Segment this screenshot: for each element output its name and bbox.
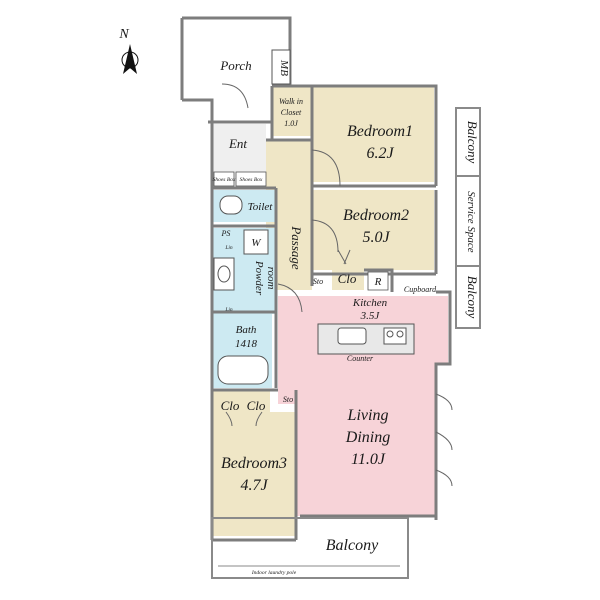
- toilet-label: Toilet: [248, 201, 274, 213]
- bedroom1-label-1: Bedroom1: [347, 123, 413, 140]
- living-dining-label-3: 11.0J: [351, 451, 386, 468]
- washer-icon: [243, 229, 269, 255]
- north-label: N: [118, 27, 129, 42]
- cupboard-label: Cupboard: [404, 285, 437, 294]
- living-dining-label-2: Dining: [345, 429, 390, 446]
- balcony-mid-frame: [455, 265, 481, 329]
- toilet-bowl-icon: [219, 195, 243, 215]
- bathtub-icon: [217, 355, 269, 385]
- labels: Porch MB Walk in Closet 1.0J Ent Shoes B…: [213, 58, 480, 576]
- sto-label-2: Sto: [283, 395, 293, 404]
- walk-in-closet-label-2: Closet: [281, 108, 302, 117]
- clo-label-2: Clo: [221, 398, 240, 413]
- balconies: [211, 107, 481, 579]
- powder-room-label-1: Powder: [253, 260, 265, 296]
- door-arcs: [221, 83, 453, 487]
- mb-box: [271, 49, 291, 85]
- burner-icon: [386, 330, 394, 338]
- balcony-top-label: Balcony: [465, 121, 480, 164]
- ent-label: Ent: [228, 136, 247, 151]
- shoes-box-label-2: Shoes Box: [240, 177, 263, 183]
- fixtures: [213, 49, 415, 385]
- clo-label-1: Clo: [338, 271, 357, 286]
- balcony-mid-label: Balcony: [465, 276, 480, 319]
- basin-icon: [217, 265, 231, 283]
- bedroom1-label-2: 6.2J: [366, 145, 394, 162]
- balcony-bottom-label: Balcony: [326, 537, 379, 554]
- living-dining-label-1: Living: [347, 407, 389, 424]
- north-arrow-icon: [123, 44, 137, 74]
- walls: [180, 16, 452, 542]
- bedroom2-label-1: Bedroom2: [343, 207, 409, 224]
- kitchen-sink-icon: [337, 327, 367, 345]
- shoes-box-2: [235, 171, 267, 187]
- bedroom3-label-2: 4.7J: [240, 477, 268, 494]
- ps-label: PS: [221, 229, 231, 238]
- r-label: R: [374, 276, 382, 288]
- bath-label-2: 1418: [235, 338, 258, 350]
- sto-label-1: Sto: [313, 277, 323, 286]
- clo-area-2: [212, 390, 270, 412]
- walk-in-closet-area: [272, 86, 312, 136]
- clo-label-3: Clo: [247, 398, 266, 413]
- lin-label-2: Lin: [224, 307, 233, 313]
- burner-icon-2: [396, 330, 404, 338]
- shoes-box-label-1: Shoes Box: [213, 177, 236, 183]
- w-label: W: [251, 237, 261, 249]
- balcony-bottom-frame: [211, 517, 409, 579]
- r-fridge-icon: [367, 271, 389, 291]
- bath-label-1: Bath: [236, 324, 257, 336]
- shoes-box-1: [213, 171, 235, 187]
- walk-in-closet-label-1: Walk in: [279, 97, 303, 106]
- service-space-label: Service Space: [465, 191, 477, 252]
- bedroom3-area: [212, 412, 296, 536]
- mb-label: MB: [278, 59, 290, 76]
- counter-label: Counter: [347, 354, 374, 363]
- bedroom1-area: [312, 86, 434, 182]
- kitchen-label-1: Kitchen: [352, 297, 388, 309]
- powder-room-label-2: room: [265, 267, 277, 290]
- indoor-laundry-pole-label: Indoor laundry pole: [251, 570, 297, 576]
- bedroom3-label-1: Bedroom3: [221, 455, 287, 472]
- stove-icon: [383, 327, 407, 345]
- walk-in-closet-label-3: 1.0J: [284, 119, 298, 128]
- north-compass: N: [118, 27, 139, 74]
- bedroom2-label-2: 5.0J: [362, 229, 390, 246]
- kitchen-label-2: 3.5J: [360, 310, 381, 322]
- lin-label-1: Lin: [224, 245, 233, 251]
- passage-label: Passage: [289, 225, 304, 270]
- porch-label: Porch: [219, 58, 251, 73]
- clo-area: [332, 266, 364, 290]
